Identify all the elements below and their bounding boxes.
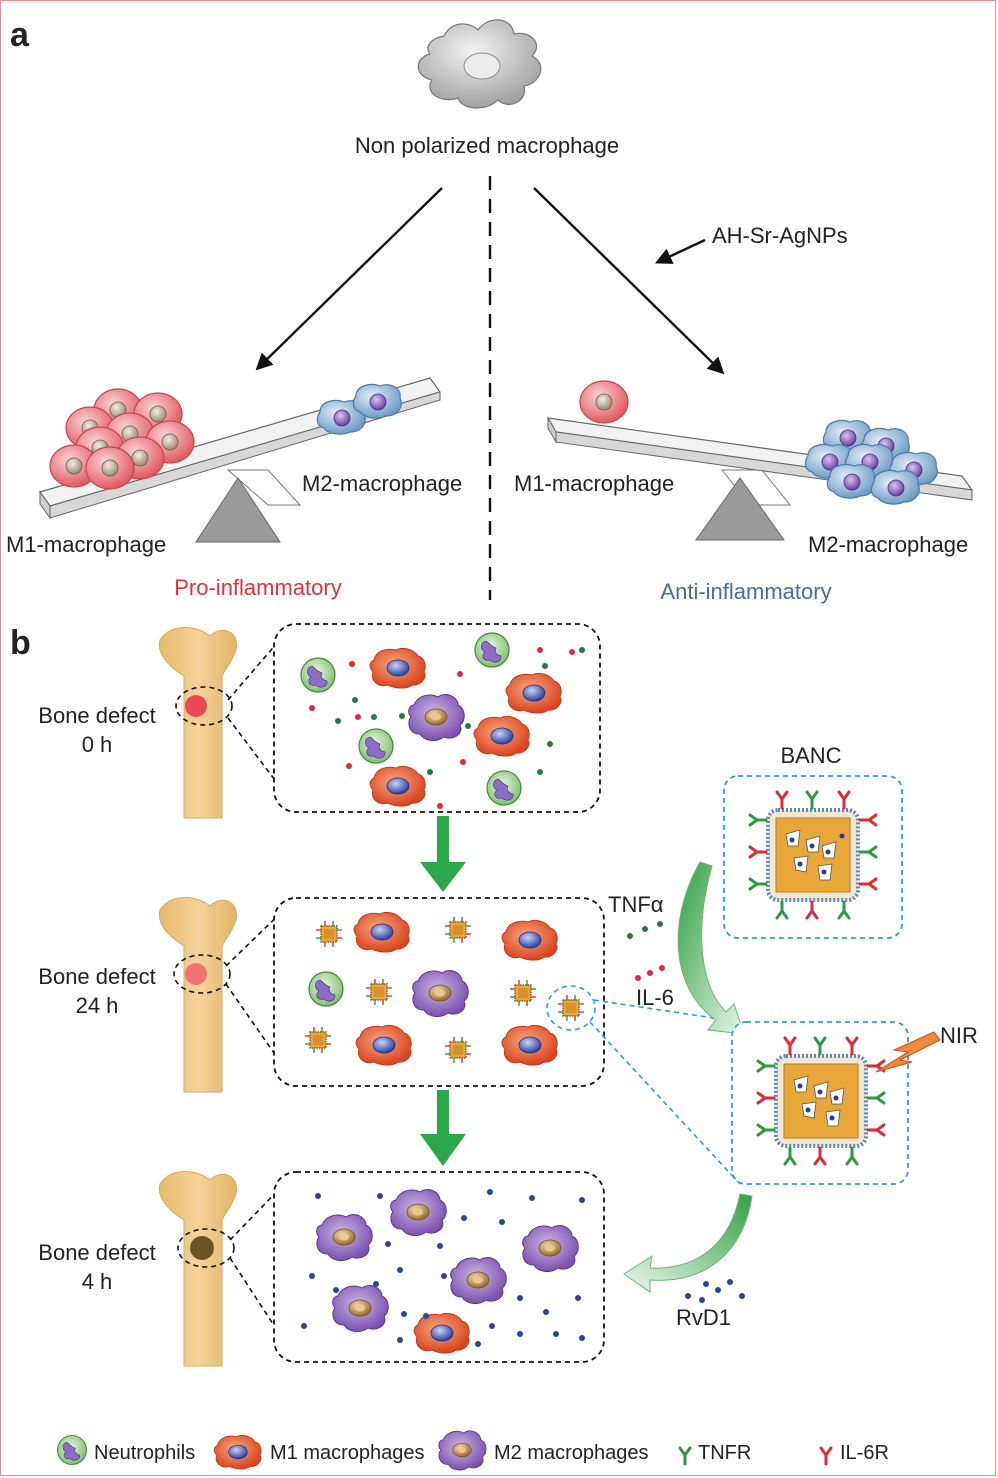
legend-il6r-icon: [819, 1446, 833, 1466]
cytokine-dots: [309, 647, 585, 809]
stage-24h-box: [273, 897, 605, 1087]
banc-activated-box: [731, 1021, 909, 1185]
zoom-line: [227, 627, 291, 701]
banc-zoom-line: [593, 999, 741, 1023]
progress-arrow-2: [420, 1090, 466, 1166]
release-arrow: [623, 1193, 753, 1293]
panel-b-label: b: [10, 624, 31, 662]
released-rvd1-dots: [685, 1279, 745, 1303]
highlighted-banc: [546, 985, 596, 1031]
treatment-arrow: [654, 238, 706, 264]
stage-0h-time: 0 h: [82, 732, 113, 757]
bone-stage-0h: [158, 627, 238, 819]
legend-il6r-label: IL-6R: [840, 1442, 889, 1464]
stage-0h-box: [273, 623, 601, 813]
legend-neutrophil-icon: [57, 1435, 87, 1465]
stage-0h-title: Bone defect: [38, 703, 155, 728]
anti-inflammatory-label: Anti-inflammatory: [660, 579, 831, 604]
tnf-alpha-label: TNFα: [608, 892, 664, 917]
right-m2-label: M2-macrophage: [808, 532, 968, 557]
banc-detail-box: [723, 775, 903, 939]
nir-label: NIR: [940, 1023, 978, 1048]
right-m2-cell-cluster: [804, 419, 938, 505]
non-polarized-macrophage-icon: [417, 19, 542, 109]
stage-4h-box: [273, 1171, 605, 1363]
legend-tnfr-label: TNFR: [698, 1442, 751, 1464]
arrow-to-m2-balance: [533, 187, 725, 375]
pro-inflammatory-label: Pro-inflammatory: [174, 575, 341, 600]
arrow-to-m1-balance: [255, 187, 443, 371]
legend-tnfr-icon: [678, 1446, 692, 1466]
legend: Neutrophils M1 macrophages M2 macrophage…: [57, 1430, 889, 1471]
legend-neutrophils-label: Neutrophils: [94, 1442, 195, 1464]
rvd1-dots: [301, 1189, 585, 1347]
left-m2-label: M2-macrophage: [302, 471, 462, 496]
stage-4h-time: 4 h: [82, 1269, 113, 1294]
il6-dots: [635, 965, 665, 981]
rvd1-label: RvD1: [676, 1305, 731, 1330]
tnf-dots: [627, 921, 663, 939]
bone-stage-4h: [158, 1171, 238, 1367]
progress-arrow-1: [420, 816, 466, 892]
right-m1-cell: [579, 380, 629, 424]
stage-4h-title: Bone defect: [38, 1240, 155, 1265]
legend-m1-label: M1 macrophages: [270, 1442, 425, 1464]
non-polarized-macrophage-label: Non polarized macrophage: [355, 133, 619, 158]
legend-m2-label: M2 macrophages: [494, 1442, 649, 1464]
legend-m1-macrophage-icon: [213, 1434, 262, 1470]
left-m1-label: M1-macrophage: [6, 532, 166, 557]
legend-m2-macrophage-icon: [438, 1430, 487, 1471]
banc-zoom-line: [589, 1021, 741, 1185]
il6-label: IL-6: [636, 985, 674, 1010]
stage-24h-time: 24 h: [76, 993, 119, 1018]
right-m1-label: M1-macrophage: [514, 471, 674, 496]
left-m2-cell-cluster: [316, 383, 402, 435]
banc-label: BANC: [780, 743, 841, 768]
panel-a-label: a: [10, 16, 30, 54]
nir-lightning-icon: [875, 1031, 941, 1073]
bone-stage-24h: [158, 897, 238, 1093]
treatment-label: AH-Sr-AgNPs: [712, 223, 848, 248]
stage-24h-title: Bone defect: [38, 964, 155, 989]
